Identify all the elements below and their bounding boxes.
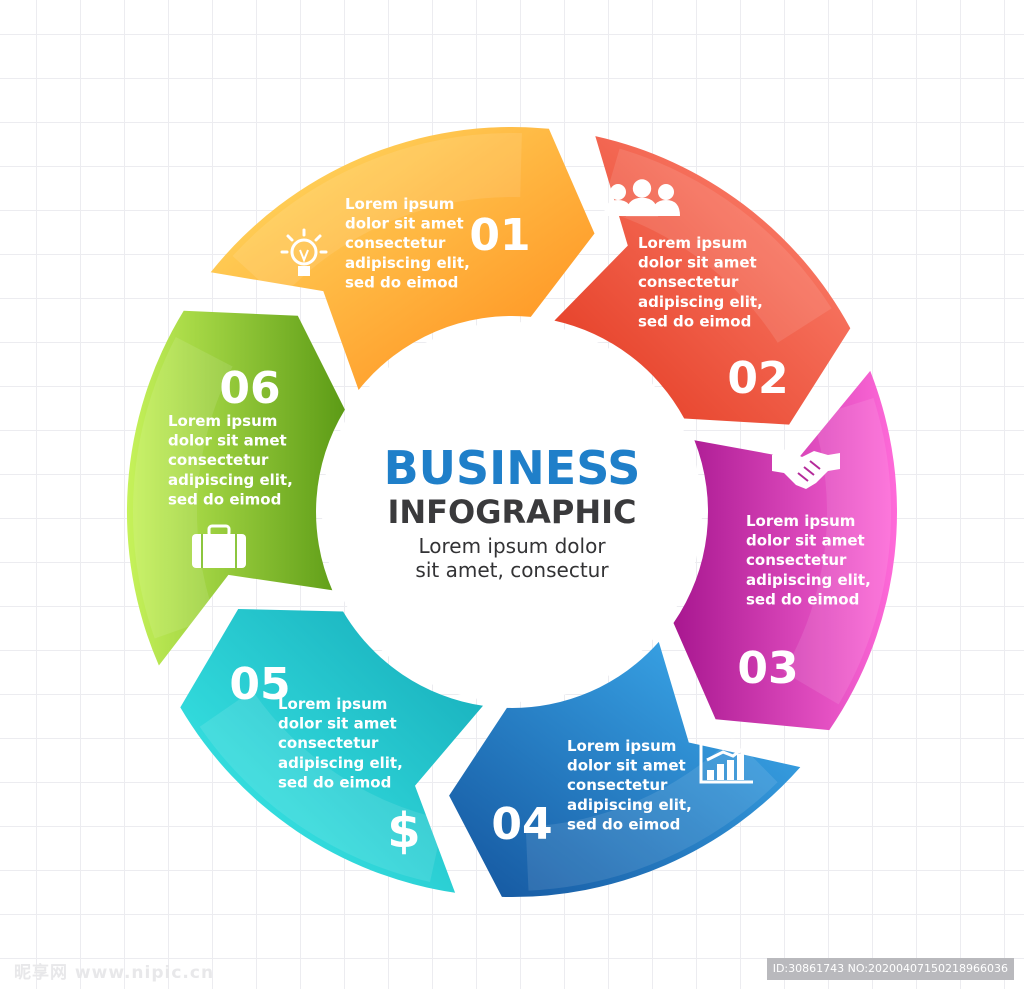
segment-text-line: dolor sit amet: [168, 432, 287, 450]
segment-text-line: Lorem ipsum: [638, 234, 747, 252]
segment-text-line: adipiscing elit,: [638, 293, 763, 311]
center-disc: [322, 322, 702, 702]
segment-number-03: 03: [737, 643, 798, 694]
tagline-line-2: sit amet, consectur: [415, 558, 609, 582]
segment-04-highlight: [525, 736, 778, 891]
segment-text-line: adipiscing elit,: [567, 796, 692, 814]
subtitle-text: INFOGRAPHIC: [387, 493, 636, 531]
segments-layer: [126, 127, 898, 898]
dollar-icon: $: [387, 803, 420, 859]
segment-text-line: dolor sit amet: [345, 215, 464, 233]
segment-number-01: 01: [469, 210, 530, 261]
segment-text-line: dolor sit amet: [278, 715, 397, 733]
segment-text-line: sed do eimod: [345, 273, 458, 291]
segment-text-line: dolor sit amet: [638, 254, 757, 272]
watermark-right: ID:30861743 NO:20200407150218966036: [766, 958, 1014, 980]
watermark-left: 昵享网 www.nipic.cn: [14, 963, 215, 983]
svg-text:$: $: [387, 803, 420, 859]
segment-text-line: consectetur: [746, 551, 847, 569]
segment-text-line: sed do eimod: [278, 773, 391, 791]
segment-number-04: 04: [491, 799, 552, 850]
segment-06-highlight: [132, 337, 233, 639]
lightbulb-icon: [280, 228, 328, 276]
segment-text-line: sed do eimod: [638, 312, 751, 330]
segment-number-06: 06: [219, 363, 280, 414]
segment-04: [449, 641, 801, 898]
segment-text-line: adipiscing elit,: [278, 754, 403, 772]
center-title-block: BUSINESS INFOGRAPHIC Lorem ipsum dolor s…: [384, 441, 641, 582]
segment-text-line: adipiscing elit,: [746, 571, 871, 589]
segment-text-line: Lorem ipsum: [567, 737, 676, 755]
segment-text-line: Lorem ipsum: [345, 195, 454, 213]
segment-text-line: Lorem ipsum: [278, 695, 387, 713]
segment-text-line: consectetur: [168, 451, 269, 469]
people-icon: [604, 179, 680, 217]
bar-chart-icon: [699, 740, 753, 784]
segment-text-line: consectetur: [638, 273, 739, 291]
segment-text-line: sed do eimod: [567, 815, 680, 833]
handshake-icon: [772, 449, 840, 489]
segment-05-highlight: [199, 690, 444, 882]
tagline-line-1: Lorem ipsum dolor: [418, 534, 606, 558]
segment-text-line: Lorem ipsum: [168, 412, 277, 430]
segment-02-highlight: [601, 148, 832, 343]
segment-text-line: dolor sit amet: [746, 532, 865, 550]
segment-text-line: consectetur: [278, 734, 379, 752]
segment-05: [180, 609, 484, 893]
segment-text-line: Lorem ipsum: [746, 512, 855, 530]
segment-text-line: dolor sit amet: [567, 757, 686, 775]
segment-06: [126, 310, 345, 666]
title-text: BUSINESS: [384, 441, 641, 495]
segment-01: [210, 127, 595, 390]
segment-text-line: consectetur: [345, 234, 446, 252]
segment-text-line: adipiscing elit,: [168, 471, 293, 489]
segment-text-line: sed do eimod: [746, 590, 859, 608]
segment-number-02: 02: [727, 353, 788, 404]
segment-text-line: sed do eimod: [168, 490, 281, 508]
briefcase-icon: [192, 524, 246, 568]
segment-number-05: 05: [229, 659, 290, 710]
segment-03: [673, 370, 898, 731]
segment-text-line: adipiscing elit,: [345, 254, 470, 272]
segment-text-line: consectetur: [567, 776, 668, 794]
segment-03-highlight: [783, 398, 892, 705]
